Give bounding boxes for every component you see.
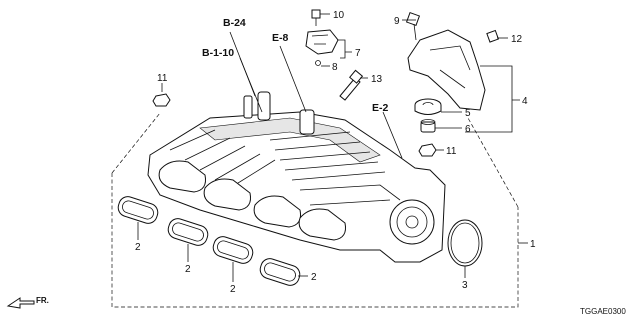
leader-lines [137,13,528,282]
callout-7: 7 [355,48,361,59]
callout-2-first: 2 [135,242,141,253]
callout-5: 5 [465,108,471,119]
bolt-13 [339,69,364,101]
callout-3: 3 [462,280,468,291]
callout-12: 12 [511,34,523,45]
manifold-gaskets [117,196,301,286]
front-direction-label: FR. [36,296,49,305]
diagram-code: TGGAE0300 [580,307,626,316]
map-sensor [305,29,339,66]
intake-manifold [147,91,446,263]
assembly-boundary [111,112,519,308]
nut-11-left [152,93,171,107]
callout-9: 9 [394,16,400,27]
front-direction-arrow [6,297,35,309]
collar [420,119,436,133]
grommet [414,98,442,115]
reference-b110: B-1-10 [202,47,234,59]
callout-10: 10 [333,10,345,21]
callout-2-second: 2 [185,264,191,275]
callout-1: 1 [530,239,536,250]
callout-13: 13 [371,74,383,85]
callout-11-right: 11 [446,146,457,157]
callout-4: 4 [522,96,528,107]
throttle-gasket [447,219,483,267]
callout-2-third: 2 [230,284,236,295]
bracket [405,11,500,111]
callout-8: 8 [332,62,338,73]
reference-b24: B-24 [223,17,246,29]
bolt-10 [311,9,321,26]
callout-2-fourth: 2 [311,272,317,283]
reference-e8: E-8 [272,32,289,44]
reference-e2: E-2 [372,102,389,114]
callout-11-left: 11 [157,73,168,84]
callout-6: 6 [465,124,471,135]
nut-11-right [418,143,437,157]
